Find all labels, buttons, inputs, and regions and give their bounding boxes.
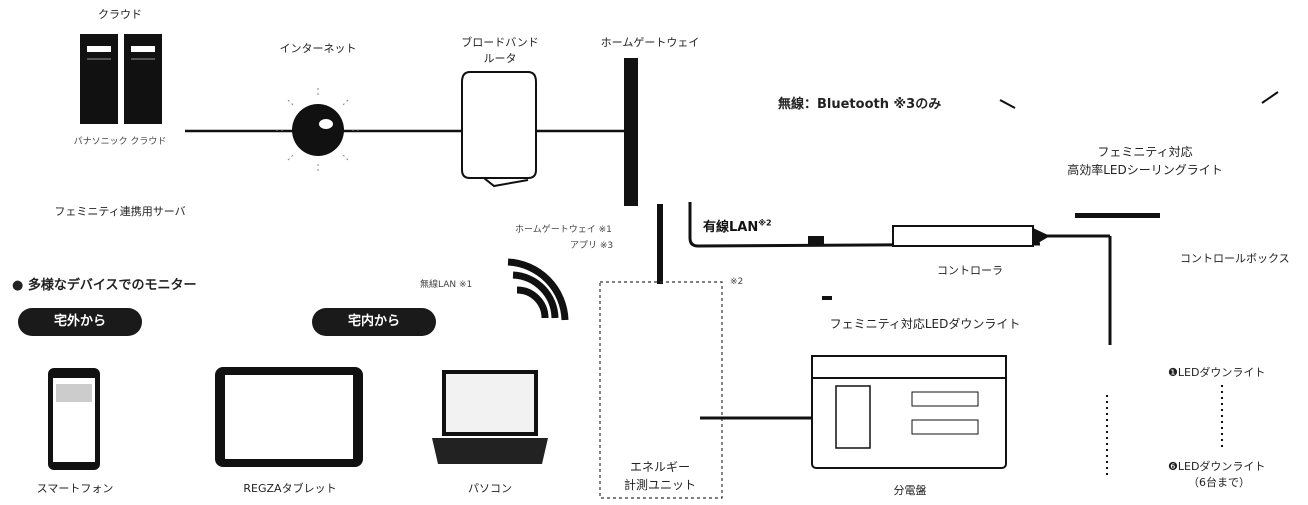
server-label: フェミニティ連携用サーバ (54, 205, 186, 218)
gateway-note-1: ホームゲートウェイ ※1 (515, 225, 612, 235)
tablet-label: REGZAタブレット (243, 482, 337, 495)
downlight-item-1: ❶LEDダウンライト (1168, 366, 1266, 379)
smartphone-label: スマートフォン (36, 482, 114, 495)
panel-label: 分電盤 (893, 484, 927, 497)
cloud-title: クラウド (98, 8, 142, 21)
downlight-item-2: ❻LEDダウンライト (1168, 460, 1266, 473)
downlight-item-2-note: （6台まで） (1188, 476, 1250, 489)
router-label-2: ルータ (483, 52, 517, 65)
pc-label: パソコン (468, 482, 512, 495)
gateway-label: ホームゲートウェイ (600, 36, 700, 49)
internet-label: インターネット (279, 42, 357, 55)
smartphone-icon (48, 368, 100, 470)
wifi-icon (507, 258, 569, 321)
router-icon (461, 71, 537, 188)
wired-label-text: 有線LAN (703, 220, 759, 235)
ceiling-light-bar (1075, 213, 1160, 218)
energy-unit-label-1: エネルギー (629, 460, 690, 474)
ceiling-label-1: フェミニティ対応 (1097, 145, 1193, 159)
energy-unit-label-2: 計測ユニット (623, 478, 696, 492)
controller-note: ※2 (730, 277, 744, 287)
laptop-icon (432, 370, 548, 464)
server-icon (80, 34, 162, 124)
tablet-icon (215, 367, 363, 467)
gateway-bar (624, 58, 638, 206)
downlight-label: フェミニティ対応LEDダウンライト (829, 317, 1021, 331)
ceiling-label-2: 高効率LEDシーリングライト (1067, 163, 1223, 177)
controller-body (892, 225, 1034, 247)
controlbox-label: コントロールボックス (1180, 252, 1290, 265)
gateway-link (657, 204, 663, 284)
controller-label: コントローラ (937, 264, 1003, 277)
gateway-note-2: アプリ ※3 (570, 241, 614, 251)
router-label-1: ブロードバンド (461, 36, 539, 49)
wired-label: 有線LAN※2 (703, 216, 772, 235)
monitor-heading: ● 多様なデバイスでのモニター (12, 278, 197, 293)
outside-pill: 宅外から (53, 314, 106, 329)
wireless-label: 無線：Bluetooth ※3のみ (778, 97, 942, 112)
energy-unit-box (599, 281, 723, 499)
wired-label-sup: ※2 (758, 218, 772, 228)
wired-lan-line (688, 202, 1041, 248)
inside-pill: 宅内から (347, 314, 400, 329)
panel-icon (811, 355, 1007, 469)
wifi-note: 無線LAN ※1 (420, 280, 473, 290)
cloud-sublabel: パナソニック クラウド (73, 137, 167, 147)
globe-icon (276, 88, 360, 172)
